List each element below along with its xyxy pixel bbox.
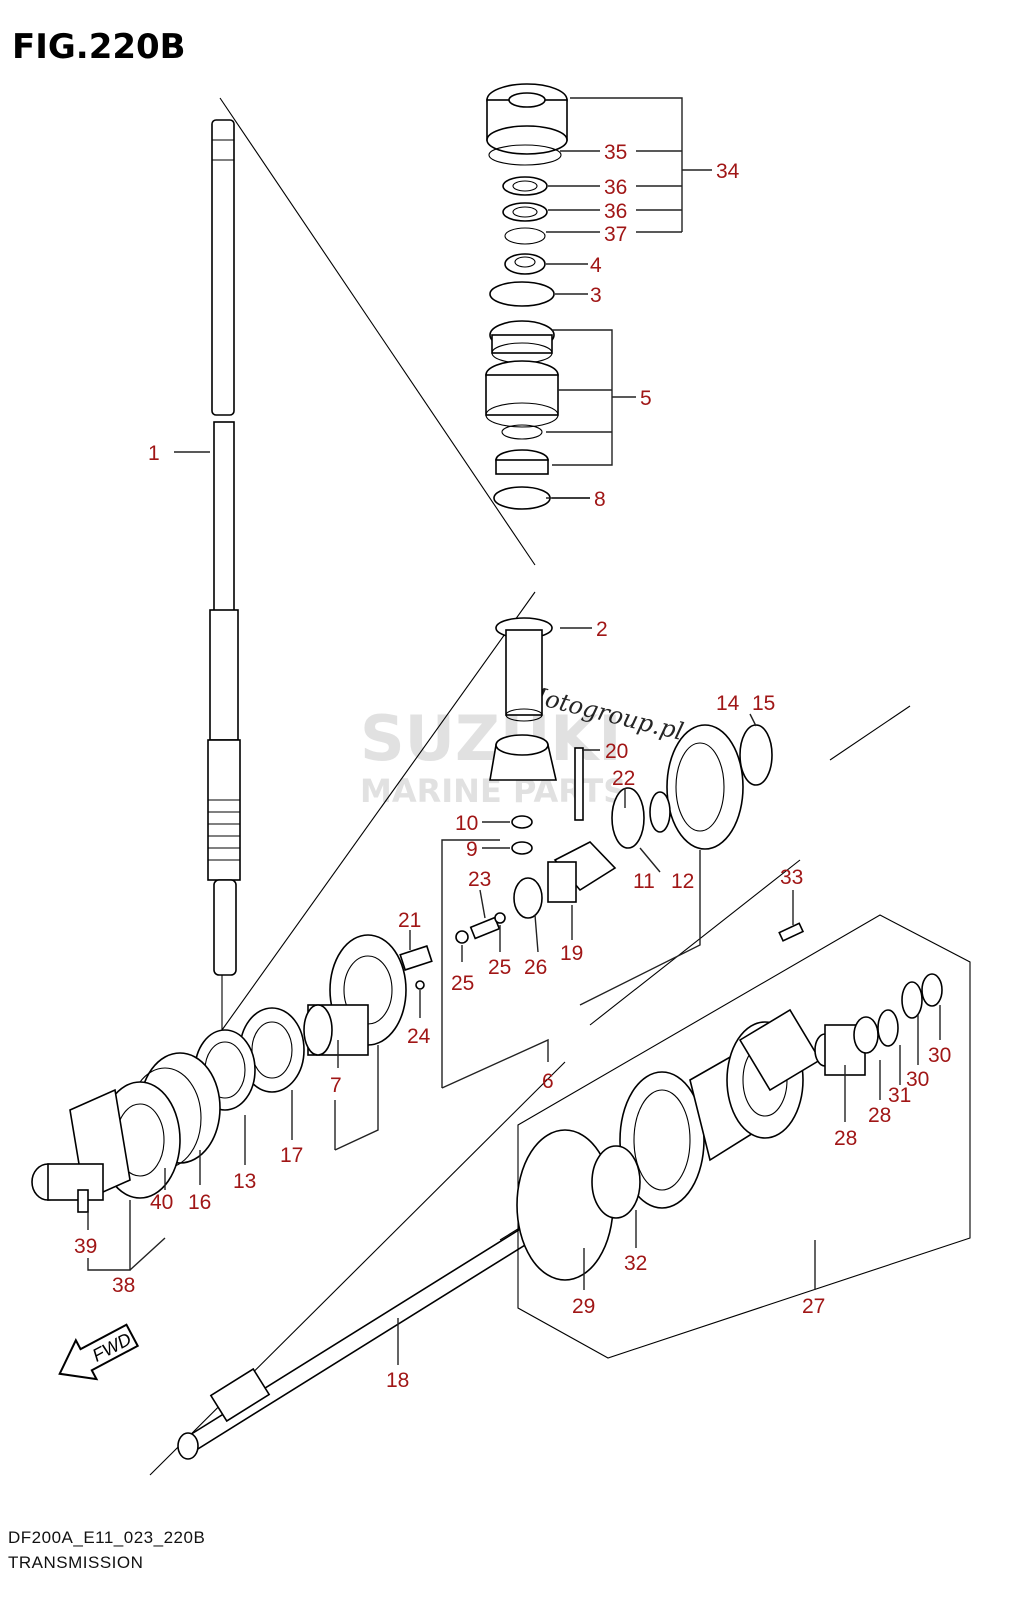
callout-36b: 36 xyxy=(604,200,627,223)
callout-36a: 36 xyxy=(604,176,627,199)
callout-8: 8 xyxy=(594,488,606,511)
callout-20: 20 xyxy=(605,740,628,763)
callout-18: 18 xyxy=(386,1369,409,1392)
callout-27: 27 xyxy=(802,1295,825,1318)
callout-14: 14 xyxy=(716,692,740,715)
part-clutch-dog xyxy=(547,841,617,903)
callout-15: 15 xyxy=(752,692,775,715)
callout-1: 1 xyxy=(148,442,160,465)
callout-30b: 30 xyxy=(928,1044,951,1067)
callout-30a: 30 xyxy=(906,1068,929,1091)
callout-23: 23 xyxy=(468,868,491,891)
callout-39: 39 xyxy=(74,1235,97,1258)
callout-40: 40 xyxy=(150,1191,173,1214)
callout-24: 24 xyxy=(407,1025,431,1048)
part-pinion-gear xyxy=(489,734,558,781)
callout-26: 26 xyxy=(524,956,547,979)
part-taper-bearing xyxy=(485,320,559,510)
part-rear-bearings xyxy=(814,973,943,1076)
part-seals-rings xyxy=(489,176,555,307)
part-shift-mechanism xyxy=(31,1088,131,1213)
callout-10: 10 xyxy=(455,812,478,835)
callout-22: 22 xyxy=(612,767,635,790)
section-name: TRANSMISSION xyxy=(8,1553,143,1572)
callout-37: 37 xyxy=(604,223,627,246)
callout-33: 33 xyxy=(780,866,803,889)
callout-5: 5 xyxy=(640,387,652,410)
callout-29: 29 xyxy=(572,1295,595,1318)
callout-13: 13 xyxy=(233,1170,256,1193)
callout-35: 35 xyxy=(604,141,627,164)
part-pinion-bearing-housing xyxy=(486,83,568,166)
callout-16: 16 xyxy=(188,1191,211,1214)
callout-32: 32 xyxy=(624,1252,647,1275)
callout-25a: 25 xyxy=(451,972,474,995)
fwd-arrow-icon: FWD xyxy=(58,1323,140,1381)
callout-21: 21 xyxy=(398,909,421,932)
callout-38: 38 xyxy=(112,1274,135,1297)
callout-3: 3 xyxy=(590,284,602,307)
callout-17: 17 xyxy=(280,1144,303,1167)
callout-28b: 28 xyxy=(868,1104,891,1127)
callout-34: 34 xyxy=(716,160,740,183)
callout-12: 12 xyxy=(671,870,694,893)
part-bearing-rings-11-12 xyxy=(611,787,671,849)
part-bearing-carrier xyxy=(516,914,971,1359)
part-small-parts xyxy=(399,747,584,990)
figure-title: FIG.220B xyxy=(12,27,186,67)
callout-6: 6 xyxy=(542,1070,554,1093)
callout-25b: 25 xyxy=(488,956,511,979)
callout-7: 7 xyxy=(330,1074,342,1097)
model-code: DF200A_E11_023_220B xyxy=(8,1528,205,1547)
callout-19: 19 xyxy=(560,942,583,965)
callout-2: 2 xyxy=(596,618,608,641)
callout-28a: 28 xyxy=(834,1127,857,1150)
part-reverse-gear xyxy=(303,934,407,1056)
callout-4: 4 xyxy=(590,254,602,277)
part-forward-gear xyxy=(666,724,773,850)
callout-11: 11 xyxy=(633,870,655,893)
callout-9: 9 xyxy=(466,838,478,861)
part-sleeve xyxy=(495,617,553,722)
callout-31: 31 xyxy=(888,1084,911,1107)
leader-lines xyxy=(87,97,941,1365)
callouts: 1 2 3 4 5 6 7 8 9 10 11 12 13 14 15 16 1… xyxy=(74,141,951,1392)
part-drive-shaft xyxy=(207,119,241,976)
